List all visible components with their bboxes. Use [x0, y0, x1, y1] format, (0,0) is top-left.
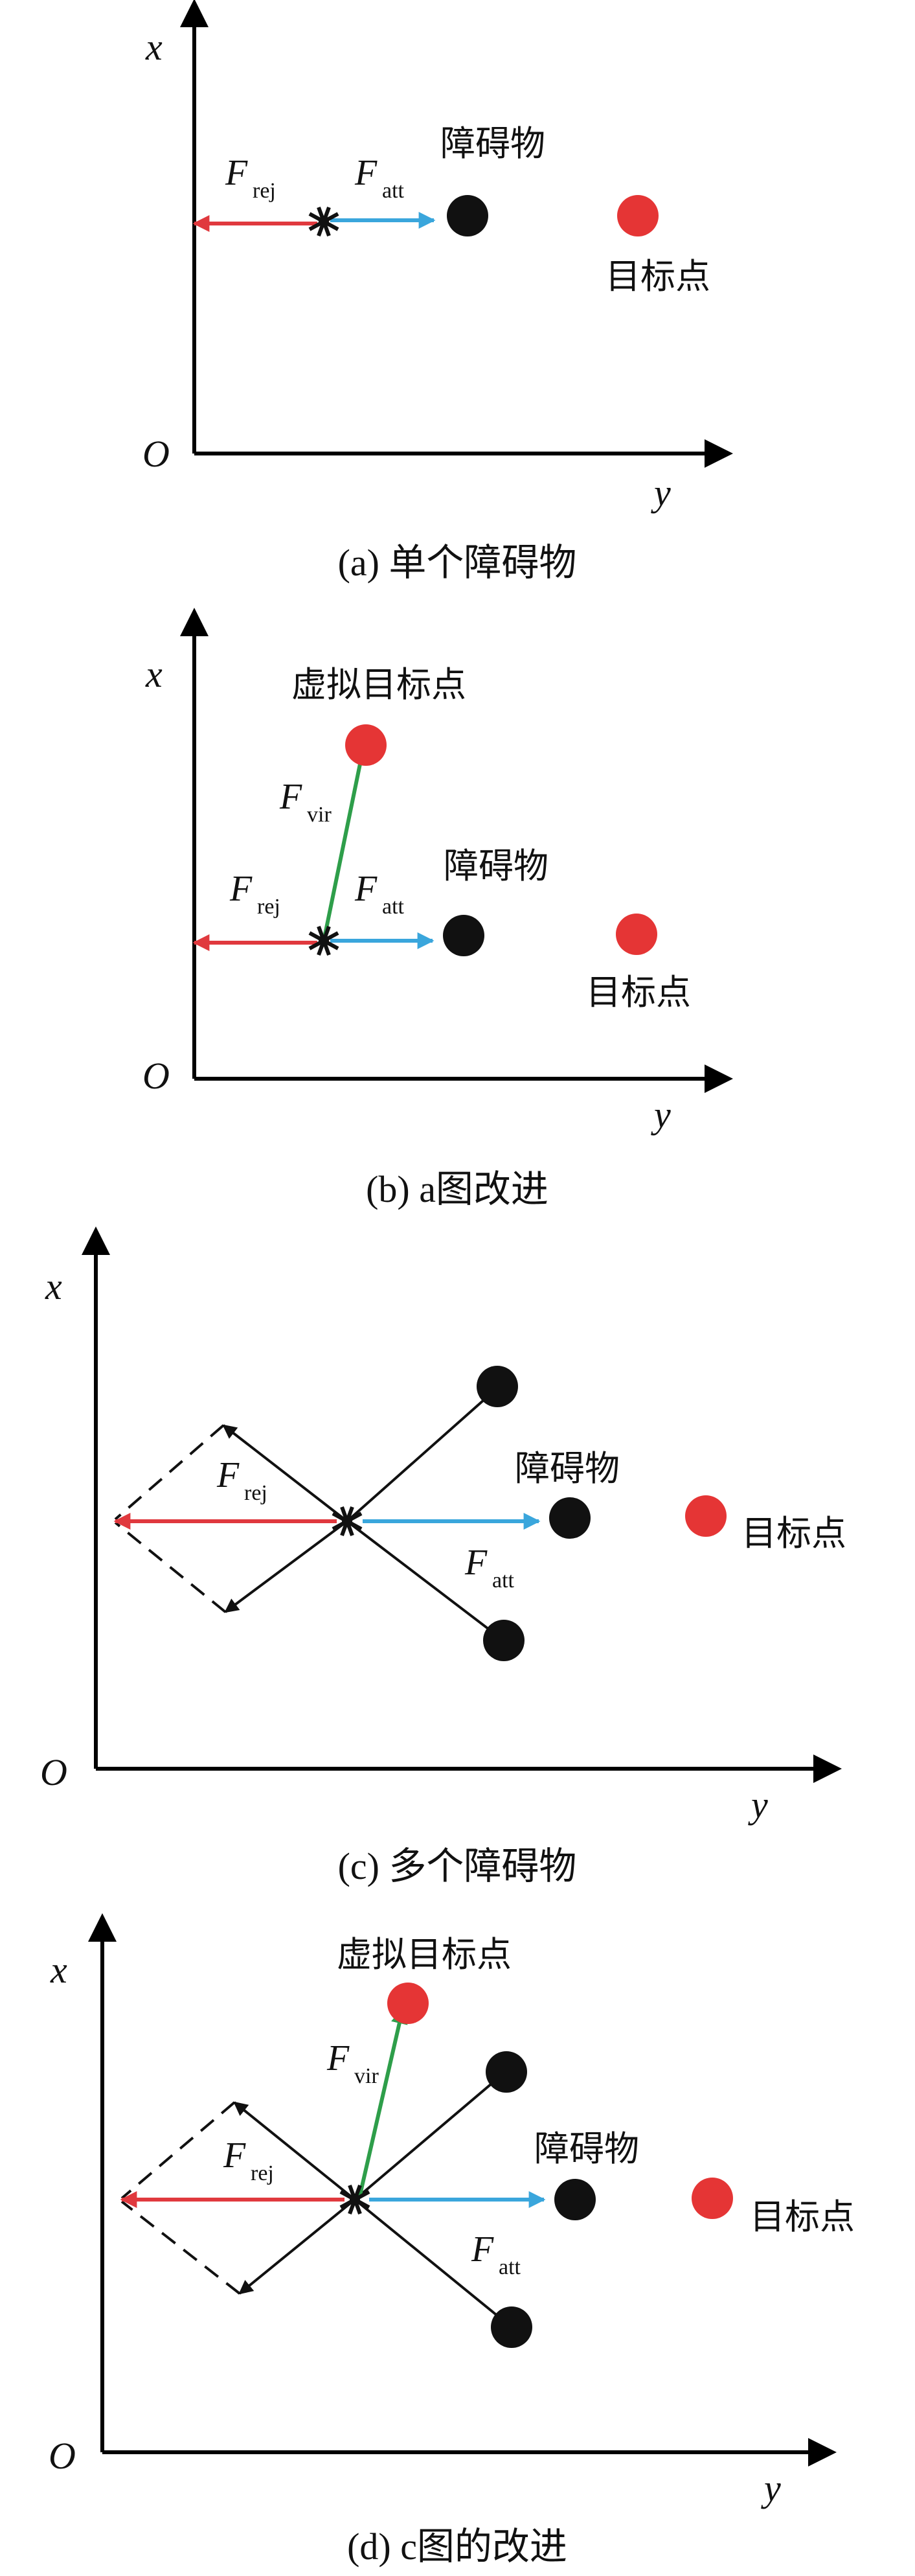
target-label: 目标点 [741, 1513, 846, 1554]
target-dot [617, 195, 659, 236]
svg-text:F: F [354, 153, 378, 193]
virtual-target-label: 虚拟目标点 [291, 664, 466, 705]
obstacle-dot [443, 915, 484, 956]
svg-text:F: F [225, 153, 248, 193]
origin-label: O [49, 2435, 76, 2477]
caption-b: (b) a图改进 [366, 1168, 548, 1210]
svg-text:rej: rej [251, 2161, 274, 2185]
x-axis-label: x [145, 26, 163, 68]
parallelogram-dash-upper [120, 2101, 236, 2200]
caption-c: (c) 多个障碍物 [338, 1845, 577, 1887]
force-label-att: F att [354, 869, 405, 919]
svg-text:F: F [216, 1455, 240, 1495]
svg-text:rej: rej [257, 895, 280, 919]
svg-text:rej: rej [253, 179, 276, 203]
svg-text:F: F [229, 869, 253, 909]
force-label-att: F att [464, 1543, 515, 1593]
svg-text:F: F [279, 777, 302, 817]
caption-a: (a) 单个障碍物 [338, 542, 577, 584]
svg-text:att: att [492, 1569, 515, 1593]
force-label-vir: F vir [279, 777, 332, 827]
parallelogram-dash-lower [120, 2200, 241, 2295]
line-to-obstacle-lower [354, 2198, 510, 2326]
virtual-target-dot [387, 1983, 429, 2024]
virtual-force-arrow [357, 2007, 408, 2198]
virtual-target-label: 虚拟目标点 [337, 1934, 512, 1975]
virtual-force-arrow [322, 743, 370, 941]
panel-d: x y O F rej F att F vir 虚拟目标点 [49, 1913, 855, 2568]
caption-d: (d) c图的改进 [347, 2525, 567, 2568]
force-label-att: F att [354, 153, 405, 203]
obstacle-dot-upper [477, 1366, 518, 1407]
force-label-vir: F vir [326, 2038, 379, 2088]
force-label-rej: F rej [216, 1455, 267, 1505]
robot-icon [339, 2184, 370, 2215]
panel-b: x y O F rej F att F vir 虚拟目标点 障碍物 目标点 (b… [142, 608, 733, 1210]
svg-text:att: att [499, 2255, 521, 2279]
x-axis-label: x [145, 653, 163, 695]
obstacle-label: 障碍物 [444, 845, 548, 886]
svg-text:F: F [223, 2135, 246, 2176]
origin-label: O [40, 1751, 67, 1793]
obstacle-dot-upper [486, 2051, 527, 2093]
svg-text:F: F [354, 869, 378, 909]
obstacle-dot-lower [483, 1620, 525, 1661]
y-axis-label: y [748, 1784, 768, 1826]
component-arrow-lower [238, 2198, 356, 2295]
svg-text:F: F [464, 1543, 488, 1583]
robot-icon [332, 1506, 363, 1537]
origin-label: O [142, 433, 170, 475]
target-dot [616, 914, 657, 955]
line-to-obstacle-upper [354, 2072, 505, 2201]
target-label: 目标点 [586, 972, 691, 1013]
component-arrow-upper [233, 2101, 356, 2201]
obstacle-dot-middle [549, 1497, 591, 1539]
y-axis-label: y [761, 2467, 781, 2509]
svg-text:att: att [382, 895, 405, 919]
obstacle-label: 障碍物 [440, 123, 545, 164]
target-dot [685, 1495, 727, 1537]
force-label-rej: F rej [223, 2135, 274, 2185]
obstacle-dot [447, 195, 488, 236]
svg-text:vir: vir [354, 2064, 379, 2088]
obstacle-dot-lower [491, 2306, 532, 2348]
target-dot [692, 2178, 733, 2219]
svg-text:F: F [326, 2038, 350, 2078]
svg-text:F: F [471, 2229, 494, 2270]
force-label-rej: F rej [225, 153, 276, 203]
component-arrow-upper [222, 1424, 348, 1523]
virtual-target-dot [345, 724, 387, 766]
target-label: 目标点 [605, 256, 710, 297]
obstacle-dot-middle [554, 2179, 596, 2220]
line-to-obstacle-upper [346, 1388, 497, 1523]
x-axis-label: x [45, 1265, 62, 1307]
robot-icon [308, 925, 339, 956]
panel-c: x y O F rej F att 障碍物 目标点 (c) 多个障碍物 [40, 1226, 846, 1887]
target-label: 目标点 [750, 2196, 855, 2237]
x-axis-label: x [50, 1949, 67, 1991]
obstacle-label: 障碍物 [534, 2128, 639, 2169]
svg-text:vir: vir [307, 803, 332, 827]
force-label-att: F att [471, 2229, 521, 2279]
robot-icon [308, 206, 339, 237]
component-arrow-lower [224, 1520, 348, 1613]
origin-label: O [142, 1055, 170, 1097]
svg-text:att: att [382, 179, 405, 203]
parallelogram-dash-lower [114, 1521, 227, 1613]
line-to-obstacle-lower [346, 1520, 503, 1640]
force-label-rej: F rej [229, 869, 280, 919]
parallelogram-dash-upper [114, 1424, 225, 1521]
svg-text:rej: rej [244, 1481, 267, 1505]
obstacle-label: 障碍物 [515, 1448, 620, 1489]
y-axis-label: y [651, 1094, 671, 1136]
panel-a: x y O F rej F att 障碍物 目标点 (a) 单个障碍物 [142, 0, 733, 584]
y-axis-label: y [651, 472, 671, 514]
